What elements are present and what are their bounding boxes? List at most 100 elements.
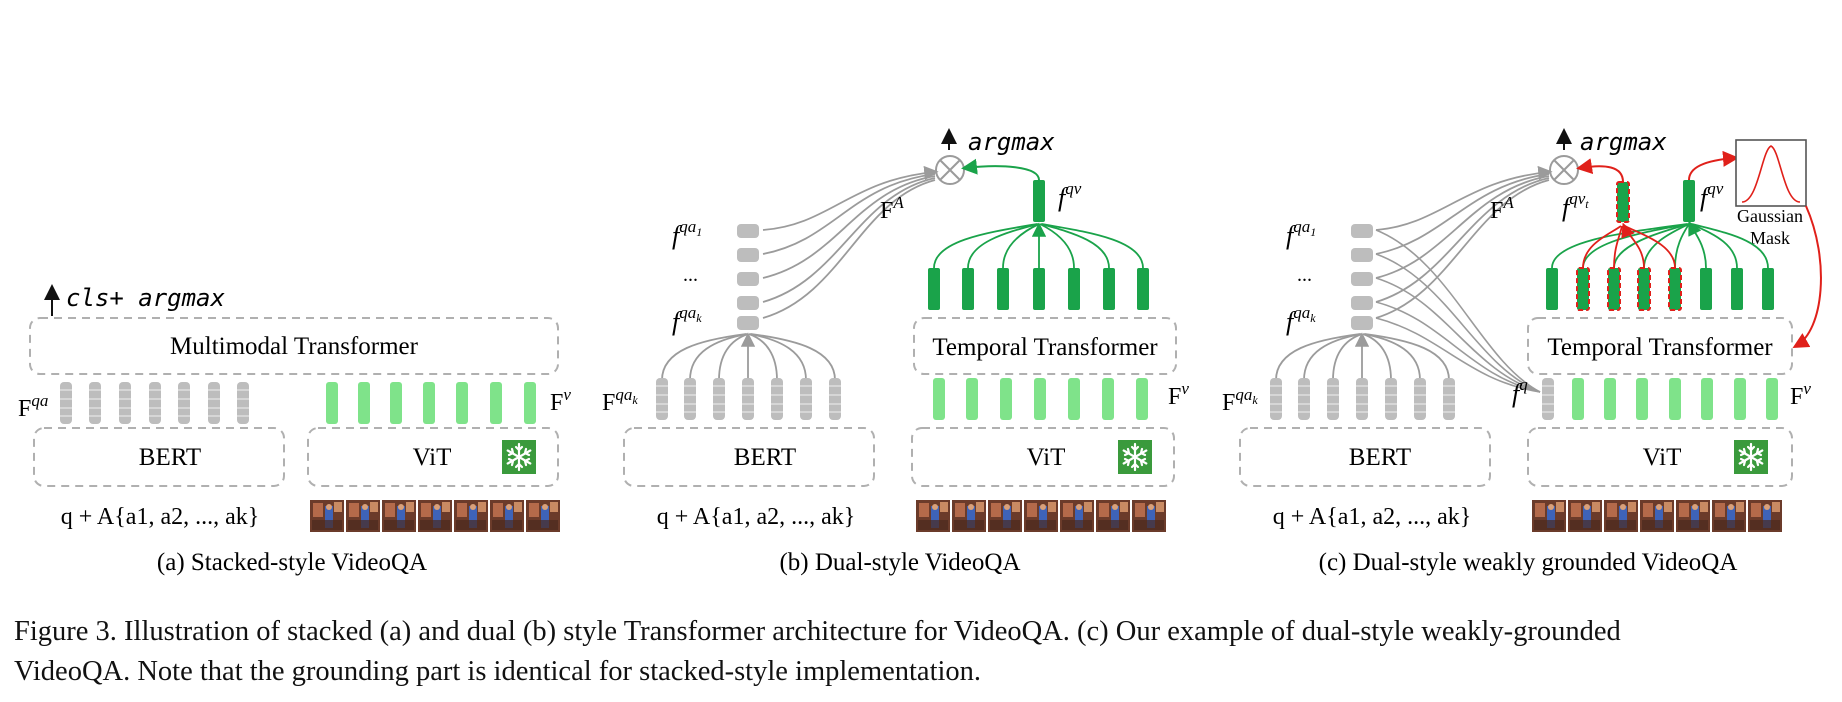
frame-thumbnail [1640,500,1674,532]
text-token-row [59,381,250,425]
fq-label: fq [1512,375,1528,408]
dots-label: ... [683,264,698,286]
gaussian-curve-icon [1741,145,1801,203]
dots-label: ... [1297,264,1312,286]
panel-a: cls+ argmax Multimodal Transformer Fqa F… [18,284,571,576]
Fqak-label: Fqak [602,385,638,416]
input-label: q + A{a1, a2, ..., ak} [657,504,856,530]
panel-a-caption: (a) Stacked-style VideoQA [157,549,427,576]
caption-line-2: VideoQA. Note that the grounding part is… [14,656,982,687]
frame-thumbnail [1568,500,1602,532]
panel-c-output-label: argmax [1580,128,1667,156]
frame-thumbnail [1096,500,1130,532]
frame-thumbnail [1604,500,1638,532]
multimodal-transformer-box [29,317,559,375]
FA-label: FA [880,193,904,224]
frame-thumbnail [1712,500,1746,532]
fq-token [1541,377,1555,421]
temporal-output-tokens [928,268,1149,310]
frame-thumbnail [454,500,488,532]
temporal-transformer-label: Temporal Transformer [932,334,1158,361]
snowflake-icon [1116,438,1154,476]
fqv-token [1033,180,1045,222]
panel-b: argmax FA fqa1 ... fqak Fqak [602,128,1189,576]
bert-label: BERT [139,444,201,471]
bert-box [1239,427,1491,487]
frame-thumbnail [1676,500,1710,532]
Fv-label: Fv [1790,379,1811,410]
text-token-row [1269,377,1456,421]
panel-b-caption: (b) Dual-style VideoQA [779,549,1020,576]
vit-label: ViT [413,444,452,471]
frame-thumbnail [418,500,452,532]
Fqak-label: Fqak [1222,385,1258,416]
Fv-label: Fv [1168,379,1189,410]
video-frames [916,500,1166,532]
snowflake-icon [1732,438,1770,476]
bert-label: BERT [734,444,796,471]
fqa1-label: fqa1 [1286,217,1316,250]
frame-thumbnail [1132,500,1166,532]
multimodal-transformer-label: Multimodal Transformer [170,333,419,360]
text-token-row [655,377,842,421]
frame-thumbnail [490,500,524,532]
panel-b-output-label: argmax [968,128,1055,156]
video-token-row [1572,378,1778,420]
fqak-label: fqak [1286,303,1316,336]
snowflake-icon [500,438,538,476]
bert-box [33,427,285,487]
answer-token-stack [737,224,759,330]
fqvt-label: fqvt [1562,189,1589,222]
vit-box [1527,427,1793,487]
caption-line-1: Figure 3. Illustration of stacked (a) an… [14,616,1621,647]
video-token-row [933,378,1148,420]
grounding-fan-arrows [1582,222,1676,269]
bert-box [623,427,875,487]
answer-arrows [1375,165,1553,319]
frame-thumbnail [1024,500,1058,532]
panel-a-output-label: cls+ argmax [66,284,225,312]
fqak-label: fqak [672,303,702,336]
frame-thumbnail [310,500,344,532]
mask-label: Mask [1750,228,1790,248]
temporal-transformer-box [1527,317,1793,375]
fqv-label: fqv [1700,179,1724,212]
frame-thumbnail [346,500,380,532]
vit-label: ViT [1643,444,1682,471]
bert-label: BERT [1349,444,1411,471]
video-token-row [326,382,536,424]
multiply-circle-icon [1549,155,1579,185]
input-label: q + A{a1, a2, ..., ak} [61,504,260,530]
FA-label: FA [1490,193,1514,224]
answer-to-fq-lines [1375,229,1541,393]
multiply-circle-icon [935,155,965,185]
frame-thumbnail [1532,500,1566,532]
text-fan-arrows [1275,332,1450,381]
input-label: q + A{a1, a2, ..., ak} [1273,504,1472,530]
frame-thumbnail [526,500,560,532]
vit-label: ViT [1027,444,1066,471]
fqvt-arrow [1576,158,1624,183]
architecture-figure: cls+ argmax Multimodal Transformer Fqa F… [18,128,1822,576]
panel-c: argmax FA fqa1 ... fqak [1222,128,1822,576]
panel-c-caption: (c) Dual-style weakly grounded VideoQA [1319,549,1738,576]
gaussian-label: Gaussian [1737,206,1803,226]
video-frames [310,500,560,532]
fqv-label: fqv [1058,179,1082,212]
frame-thumbnail [382,500,416,532]
fqvt-token [1616,181,1630,223]
frame-thumbnail [916,500,950,532]
temporal-output-tokens [1546,267,1774,311]
fqv-arrow [961,158,1040,181]
gaussian-mask: Gaussian Mask [1735,139,1807,248]
frame-thumbnail [952,500,986,532]
figure-caption: Figure 3. Illustration of stacked (a) an… [14,612,1834,692]
frame-thumbnail [988,500,1022,532]
vit-box [307,427,559,487]
to-gaussian-arrow [1688,150,1739,181]
frame-thumbnail [1060,500,1094,532]
temporal-transformer-label: Temporal Transformer [1547,334,1773,361]
answer-token-stack [1351,224,1373,330]
answer-arrows [762,165,939,319]
fqv-token [1683,180,1695,222]
